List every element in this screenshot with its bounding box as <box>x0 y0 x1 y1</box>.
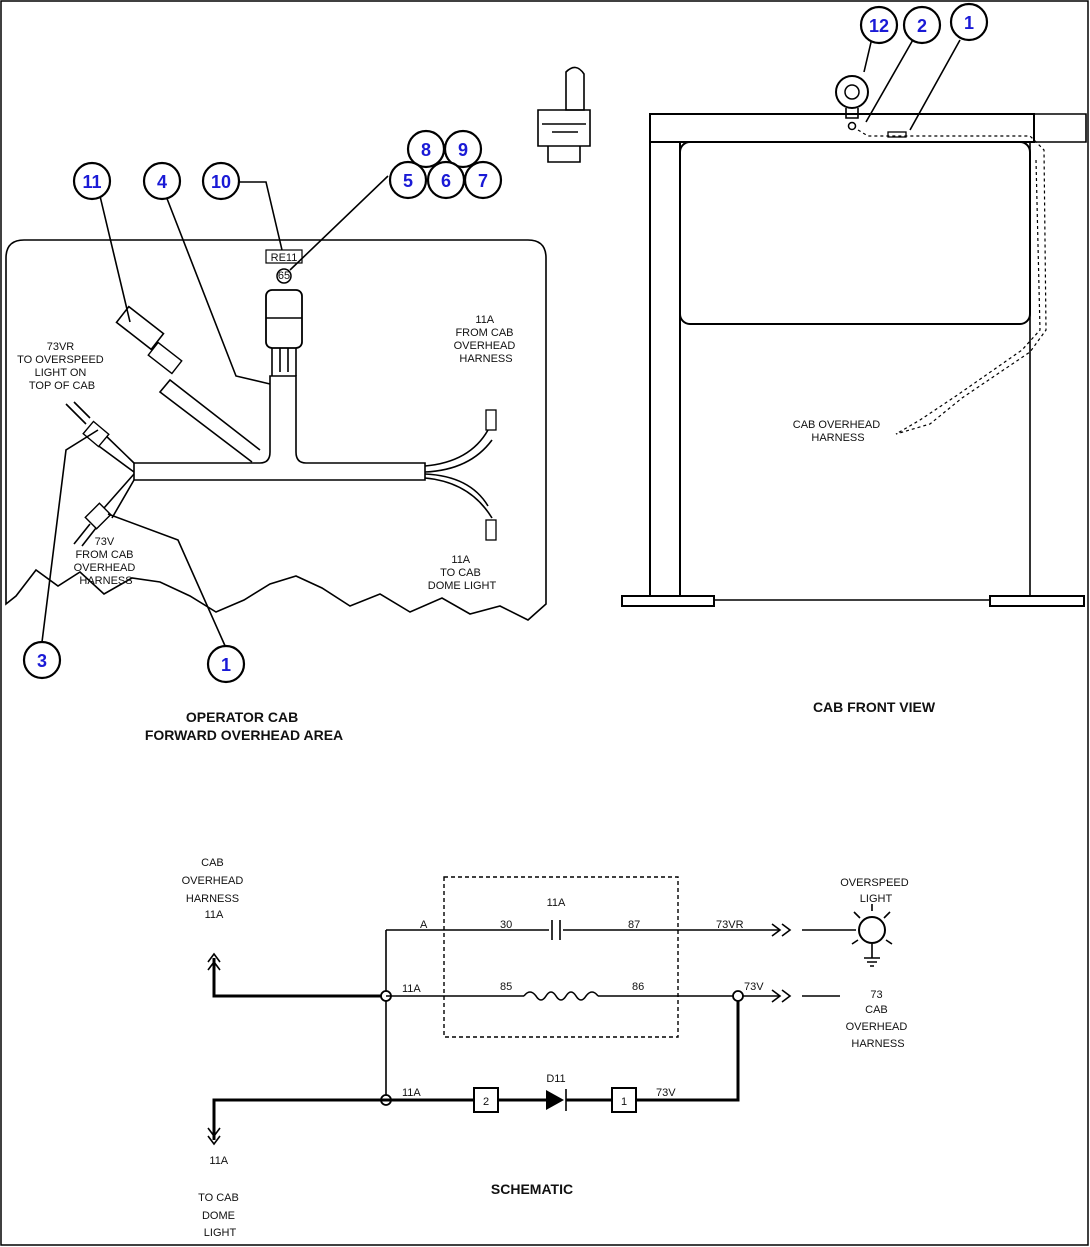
wire-11a-label-1: 11A <box>402 983 421 995</box>
svg-text:3: 3 <box>37 651 47 671</box>
callout-1-overhead: 1 <box>206 644 246 684</box>
callout-10: 10 <box>201 161 241 201</box>
svg-text:2: 2 <box>917 16 927 36</box>
pin-87: 87 <box>628 919 640 931</box>
overspeed-connector <box>115 305 165 351</box>
overhead-caption: OPERATOR CAB FORWARD OVERHEAD AREA <box>145 709 343 743</box>
svg-text:6: 6 <box>441 171 451 191</box>
relay-tag <box>265 249 303 264</box>
svg-text:8: 8 <box>421 140 431 160</box>
out-73v: 73V <box>744 981 764 993</box>
box-1-label: 1 <box>621 1096 627 1108</box>
relay-coil-icon <box>523 991 599 1001</box>
label-11a-from: 11A FROM CAB OVERHEAD HARNESS <box>454 314 519 365</box>
svg-text:7: 7 <box>478 171 488 191</box>
box-2-label: 2 <box>483 1096 489 1108</box>
branch-upper-left <box>95 431 135 473</box>
relay-socket-icon <box>276 268 292 284</box>
front-caption: CAB FRONT VIEW <box>813 699 936 715</box>
svg-text:65: 65 <box>278 270 290 282</box>
callout-6: 6 <box>426 160 466 200</box>
contact-label: 11A <box>547 897 566 909</box>
label-right-harness: 73 CAB OVERHEAD HARNESS <box>846 989 911 1050</box>
pin-86: 86 <box>632 981 644 993</box>
wire-dome-11a <box>212 1098 474 1140</box>
cab-floor-left <box>621 595 715 607</box>
right-wires <box>424 429 493 519</box>
label-left-dest: 11A TO CAB DOME LIGHT <box>198 1155 242 1239</box>
svg-text:10: 10 <box>211 172 231 192</box>
cab-panel-outline <box>5 239 547 621</box>
cab-front-view: CAB OVERHEAD HARNESS CAB FRONT VIEW <box>621 37 1087 715</box>
branch-lower-left <box>103 473 135 519</box>
wire-11a-label-2: 11A <box>402 1087 421 1099</box>
out-73vr: 73VR <box>716 919 744 931</box>
overspeed-light-icon <box>858 916 886 944</box>
cab-windshield <box>679 141 1031 325</box>
branch-73vr <box>158 378 261 463</box>
svg-text:5: 5 <box>403 171 413 191</box>
svg-text:4: 4 <box>157 172 167 192</box>
relay-re11 <box>265 289 303 349</box>
label-overspeed: OVERSPEED LIGHT <box>840 877 912 905</box>
relay-box <box>443 876 679 1038</box>
connector-box-2 <box>473 1087 499 1113</box>
schematic: CAB OVERHEAD HARNESS 11A 11A TO CAB DOME… <box>182 857 912 1239</box>
operator-seat-icon <box>537 66 591 163</box>
callout-11: 11 <box>72 161 112 201</box>
cab-left-post <box>649 113 681 599</box>
callout-3: 3 <box>22 640 62 680</box>
overhead-area-view: 65 RE11 73VR TO OVERSPEED LIGHT ON TOP O… <box>5 175 547 743</box>
schematic-caption: SCHEMATIC <box>491 1181 573 1197</box>
svg-text:1: 1 <box>964 13 974 33</box>
main-harness-trunk <box>133 375 426 481</box>
label-11a-to: 11A TO CAB DOME LIGHT <box>428 554 497 592</box>
callout-4: 4 <box>142 161 182 201</box>
label-73vr: 73VR TO OVERSPEED LIGHT ON TOP OF CAB <box>17 341 107 392</box>
callout-7: 7 <box>463 160 503 200</box>
svg-text:1: 1 <box>221 655 231 675</box>
callout-12: 12 <box>859 5 899 45</box>
diode-label: D11 <box>546 1073 565 1085</box>
svg-text:9: 9 <box>458 140 468 160</box>
callout-8: 8 <box>406 129 446 169</box>
wire-a-label: A <box>420 919 428 931</box>
label-73v-from: 73V FROM CAB OVERHEAD HARNESS <box>74 536 139 587</box>
plug-11a-lower <box>485 519 497 541</box>
svg-text:11: 11 <box>82 172 101 192</box>
connector-3 <box>82 420 110 448</box>
cab-floor-right <box>989 595 1085 607</box>
callout-9: 9 <box>443 129 483 169</box>
callout-5: 5 <box>388 160 428 200</box>
diode-out-label: 73V <box>656 1087 676 1099</box>
wire-source-11a <box>212 958 386 998</box>
label-left-source: CAB OVERHEAD HARNESS 11A <box>182 857 247 921</box>
svg-text:12: 12 <box>869 16 889 36</box>
harness-clip <box>887 131 907 138</box>
cab-overhead-harness-route <box>857 129 1047 435</box>
leaders-overhead <box>41 175 389 649</box>
callout-1-front: 1 <box>949 2 989 42</box>
connector-1 <box>84 502 112 530</box>
leaders-front <box>863 37 961 131</box>
pin-30: 30 <box>500 919 512 931</box>
cab-roof-beam <box>649 113 1035 143</box>
label-cab-overhead-harness: CAB OVERHEAD HARNESS <box>793 419 883 444</box>
callout-2: 2 <box>902 5 942 45</box>
relay-tag-text: RE11 <box>271 252 298 264</box>
connector-box-1 <box>611 1087 637 1113</box>
diode-d11-icon <box>546 1090 564 1110</box>
plug-11a-upper <box>485 409 497 431</box>
pin-85: 85 <box>500 981 512 993</box>
